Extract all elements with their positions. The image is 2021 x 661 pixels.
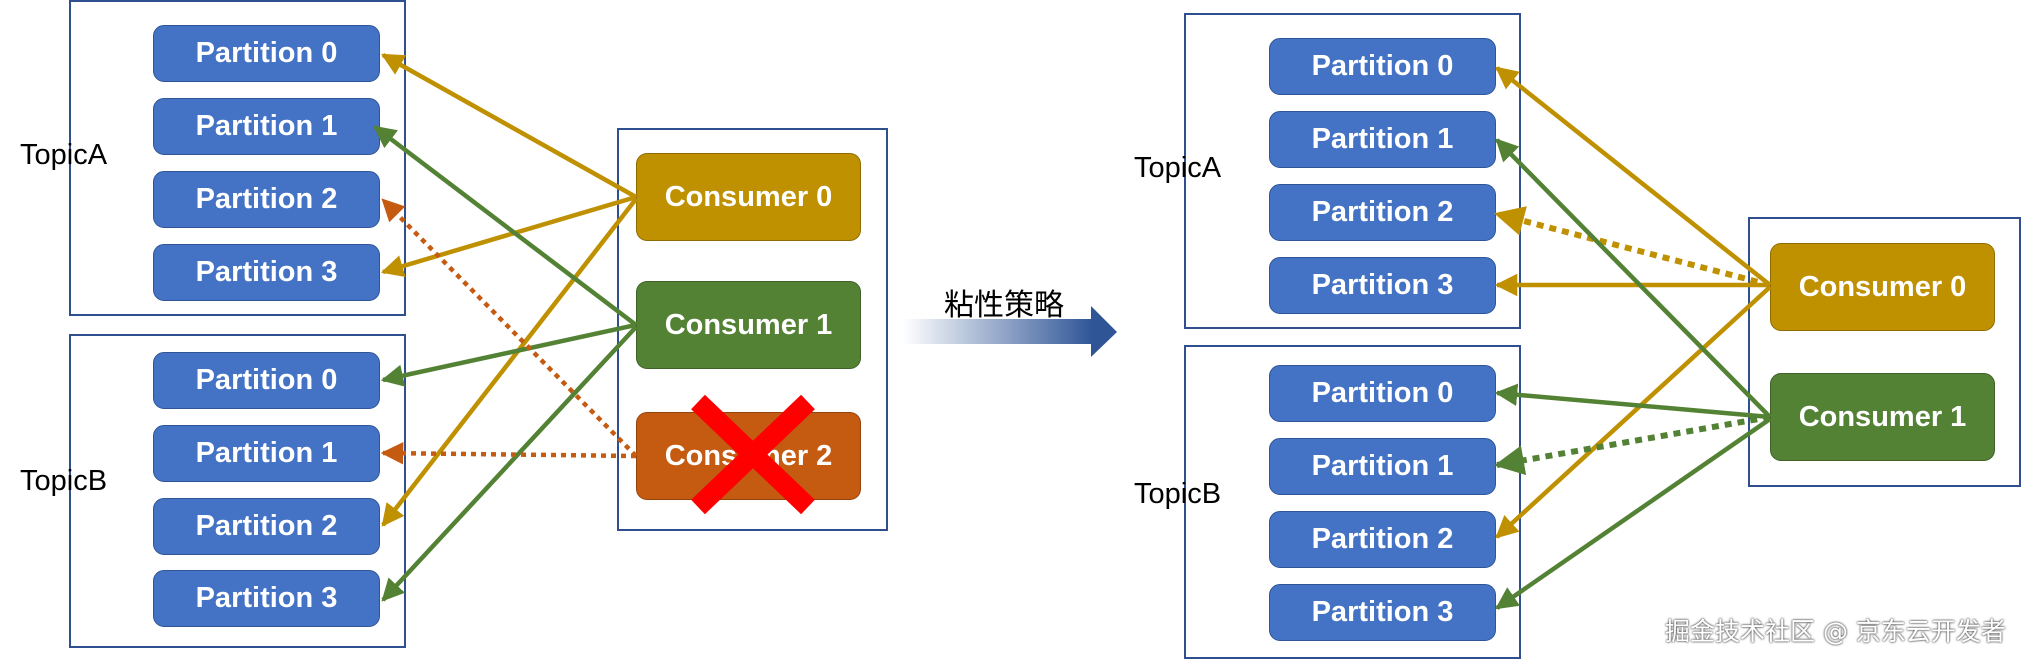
left-consumer-1: Consumer 1 <box>636 281 861 369</box>
right-consumer-1: Consumer 1 <box>1770 373 1995 461</box>
left-arrow-c2-a-p2 <box>381 198 638 458</box>
right-topic-b-partition-3: Partition 3 <box>1269 584 1496 641</box>
right-topic-a-partition-3: Partition 3 <box>1269 257 1496 314</box>
right-topic-b-partition-0: Partition 0 <box>1269 365 1496 422</box>
right-topic-b-partition-1: Partition 1 <box>1269 438 1496 495</box>
left-topic-b-partition-2: Partition 2 <box>153 498 380 555</box>
right-arrow-c1-b-p1 <box>1494 414 1771 476</box>
right-topic-a-partition-1: Partition 1 <box>1269 111 1496 168</box>
right-topic-a-partition-2: Partition 2 <box>1269 184 1496 241</box>
right-topic-a-partition-0: Partition 0 <box>1269 38 1496 95</box>
left-consumer-0: Consumer 0 <box>636 153 861 241</box>
left-topic-a-partition-0: Partition 0 <box>153 25 380 82</box>
left-topic-b-partition-1: Partition 1 <box>153 425 380 482</box>
left-topic-a-label: TopicA <box>20 139 108 171</box>
right-topic-a-label: TopicA <box>1134 152 1222 184</box>
right-arrow-c1-a-p1 <box>1495 138 1772 419</box>
left-arrow-c0-a-p0 <box>381 53 638 199</box>
watermark: 掘金技术社区 @ 京东云开发者 <box>1665 617 2006 646</box>
strategy-arrow-icon <box>903 306 1117 357</box>
consumer-2-removed-cross-icon <box>691 394 815 515</box>
left-arrow-c1-b-p0 <box>380 322 637 387</box>
right-arrow-c0-b-p2 <box>1495 285 1772 539</box>
left-topic-b-partition-3: Partition 3 <box>153 570 380 627</box>
left-topic-b-label: TopicB <box>20 465 108 497</box>
sticky-strategy-label: 粘性策略 <box>944 288 1064 323</box>
left-topic-a-partition-1: Partition 1 <box>153 98 380 155</box>
left-topic-a-partition-2: Partition 2 <box>153 171 380 228</box>
left-arrow-c0-a-p3 <box>380 194 637 278</box>
right-arrow-c1-b-p3 <box>1495 417 1772 610</box>
left-arrow-c1-b-p3 <box>381 325 638 602</box>
left-topic-a-partition-3: Partition 3 <box>153 244 380 301</box>
left-arrow-c0-b-p2 <box>381 197 638 527</box>
right-arrow-c0-a-p0 <box>1495 66 1772 287</box>
right-arrow-c0-a-p2 <box>1494 206 1771 288</box>
left-arrow-c2-b-p1 <box>380 441 637 465</box>
right-topic-b-label: TopicB <box>1134 478 1222 510</box>
right-consumer-0: Consumer 0 <box>1770 243 1995 331</box>
right-topic-b-partition-2: Partition 2 <box>1269 511 1496 568</box>
left-topic-b-partition-0: Partition 0 <box>153 352 380 409</box>
right-arrow-c1-b-p0 <box>1494 383 1771 420</box>
left-arrow-c1-a-p1 <box>373 125 638 327</box>
